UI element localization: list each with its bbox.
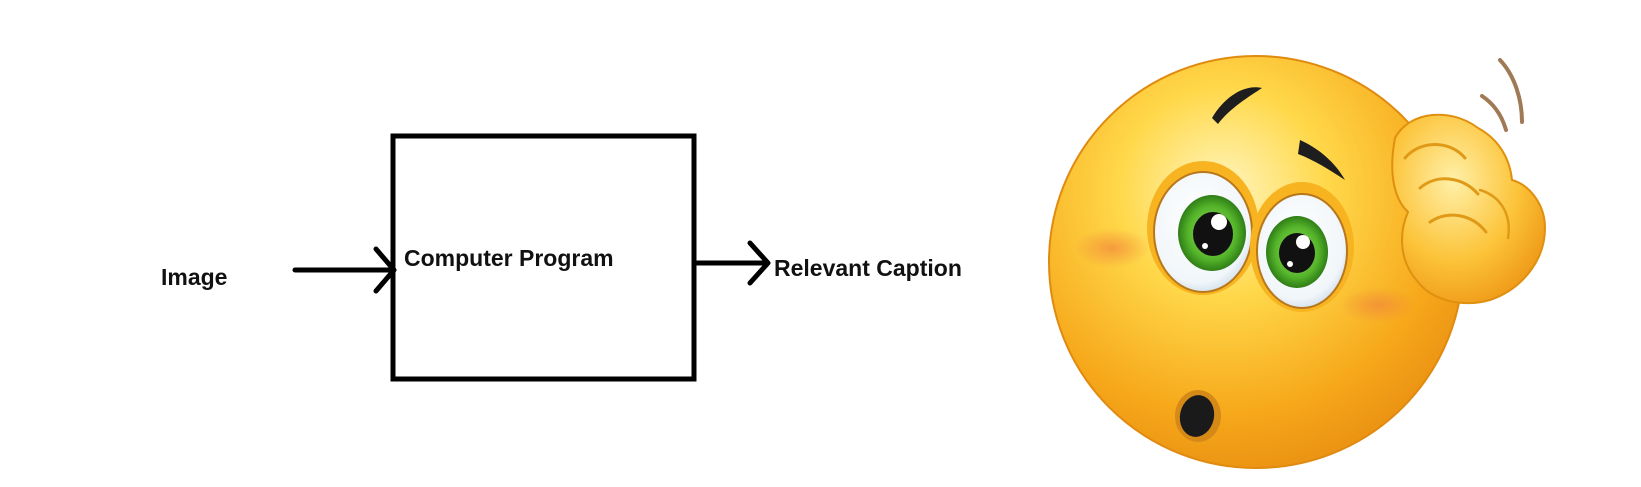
process-label: Computer Program (404, 245, 614, 271)
right-eye (1250, 182, 1354, 312)
motion-lines (1480, 58, 1524, 132)
mouth (1175, 390, 1221, 442)
left-eye (1147, 161, 1259, 295)
confused-thinking-emoji-icon (1048, 55, 1547, 469)
output-label: Relevant Caption (774, 255, 962, 281)
process-box (390, 133, 697, 382)
scratching-hand (1391, 113, 1547, 305)
input-label: Image (161, 264, 228, 290)
input-arrow (292, 246, 397, 294)
output-arrow (692, 240, 771, 286)
